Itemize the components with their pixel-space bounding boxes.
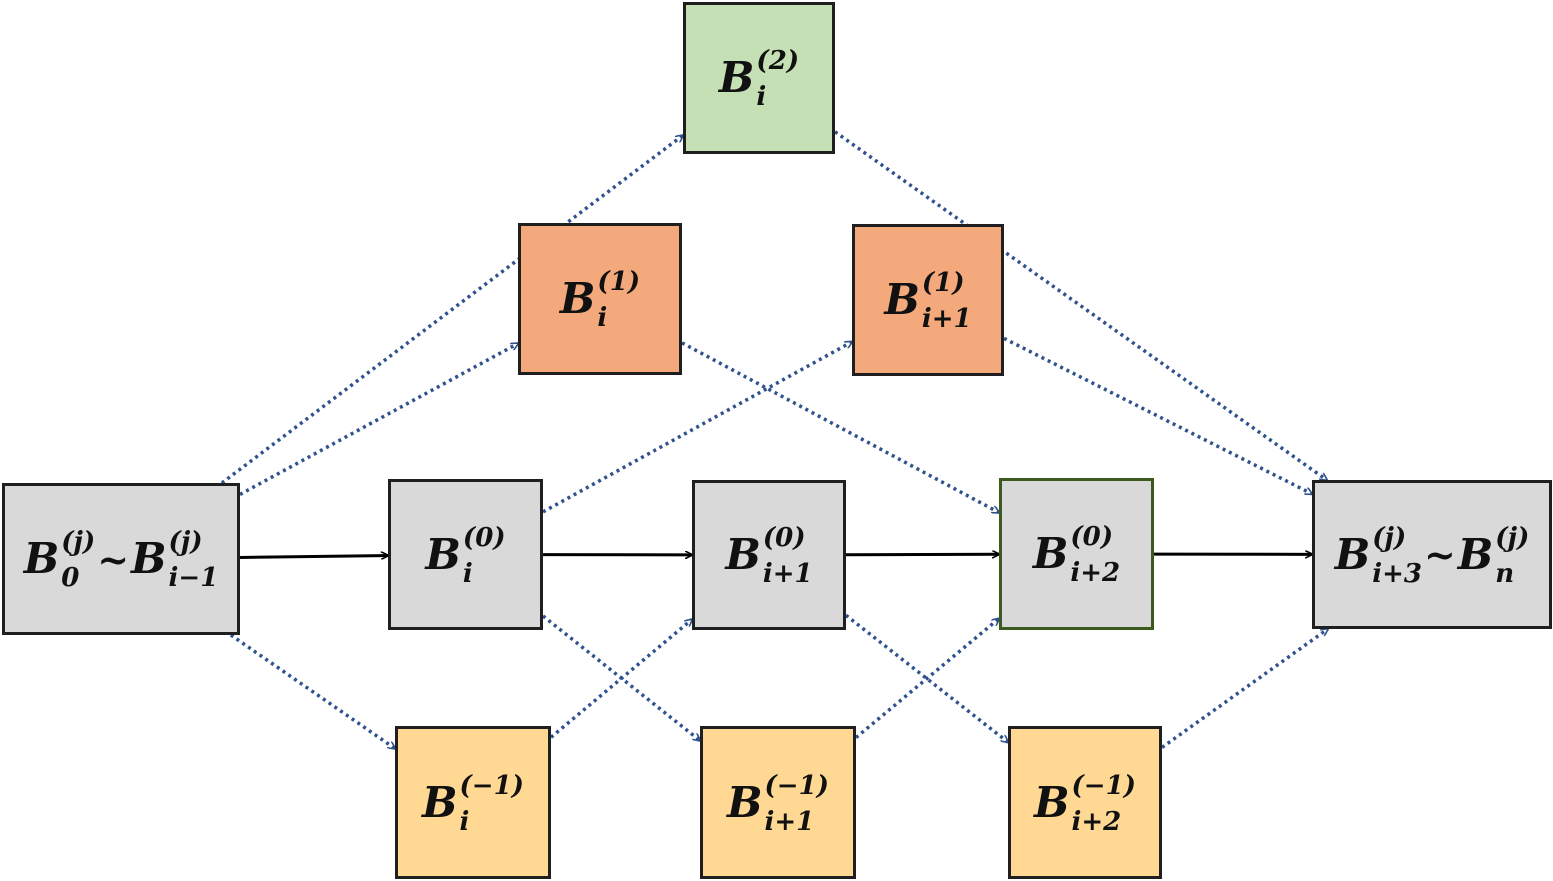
edge-prefix-to-b_i_1 [239,341,518,496]
node-b-i2-level-minus1-sup: (−1) [1071,770,1136,801]
node-b-i1-level1-sub: i+1 [921,304,972,334]
node-b-i1-level0-base: B [725,530,761,579]
edge-prefix-to-b_i_0 [239,556,388,558]
node-prefix-b-sub: i−1 [168,563,219,593]
node-prefix-a-base: B [23,534,60,583]
edge-prefix-to-b_i_m1 [229,633,395,749]
node-b-i1-level0-sup: (0) [762,523,806,553]
node-b-i1-level1: B (1) i+1 [852,224,1004,376]
node-prefix-a-sub: 0 [61,563,80,593]
node-b-i-level-minus1-base: B [422,777,458,827]
node-b-i-level2-sup: (2) [756,46,800,76]
node-prefix-b-base: B [131,534,167,583]
node-suffix-a-sub: i+3 [1372,558,1422,589]
node-b-i1-level-minus1-sup: (−1) [764,770,829,801]
node-b-i1-level1-base: B [884,275,920,324]
node-suffix-b-base: B [1457,529,1494,579]
node-b-i2-level-minus1-base: B [1034,777,1070,827]
node-b-i2-level0: B (0) i+2 [999,478,1154,630]
edge-b_i_0-to-b_i1_1 [542,340,852,514]
node-b-i-level-minus1: B (−1) i [395,726,551,879]
node-b-i2-level0-base: B [1032,529,1069,578]
node-suffix-blocks: B (j) i+3 ~ B (j) n [1312,480,1552,629]
edge-b_i1_1-to-suffix [1003,336,1312,496]
edge-b_i1_m1-to-b_i2_0 [854,619,999,739]
node-suffix-b-sup: (j) [1495,522,1530,553]
node-b-i1-level-minus1-sub: i+1 [764,806,815,837]
node-b-i-level2-base: B [718,53,755,102]
node-b-i-level1-sub: i [597,303,608,333]
node-prefix-b-sup: (j) [168,527,203,557]
node-b-i1-level-minus1-base: B [727,777,763,827]
node-b-i2-level0-sub: i+2 [1070,558,1121,588]
node-b-i2-level0-sup: (0) [1070,522,1114,552]
node-suffix-a-base: B [1334,529,1371,579]
node-b-i-level2: B (2) i [683,2,835,154]
node-b-i1-level1-sup: (1) [921,268,965,298]
edge-b_i_2-to-suffix [833,130,1327,480]
node-b-i-level0-base: B [425,529,461,579]
node-suffix-a-sup: (j) [1372,522,1407,553]
node-b-i-level1-base: B [559,274,596,323]
node-b-i-level0-sub: i [462,558,473,589]
node-suffix-b-sub: n [1495,558,1515,589]
node-b-i-level1: B (1) i [518,223,682,375]
node-prefix-tilde: ~ [97,536,130,582]
node-b-i2-level-minus1: B (−1) i+2 [1008,726,1162,879]
edge-b_i2_m1-to-suffix [1160,629,1328,749]
node-b-i-level1-sup: (1) [597,267,641,297]
node-prefix-a-sup: (j) [61,527,96,557]
node-suffix-tilde: ~ [1423,532,1456,577]
node-b-i-level-minus1-sub: i [459,806,470,837]
edge-b_i_m1-to-b_i1_0 [549,619,692,739]
node-b-i1-level0: B (0) i+1 [692,480,846,630]
node-b-i2-level-minus1-sub: i+2 [1071,806,1122,837]
edge-prefix-to-b_i_2 [220,135,683,485]
node-b-i-level0: B (0) i [388,479,543,630]
node-b-i1-level0-sub: i+1 [762,559,813,589]
node-b-i1-level-minus1: B (−1) i+1 [700,726,856,879]
node-b-i-level-minus1-sup: (−1) [459,770,524,801]
node-b-i-level0-sup: (0) [462,522,506,553]
node-prefix-blocks: B (j) 0 ~ B (j) i−1 [2,483,240,635]
node-b-i-level2-sub: i [756,82,767,112]
